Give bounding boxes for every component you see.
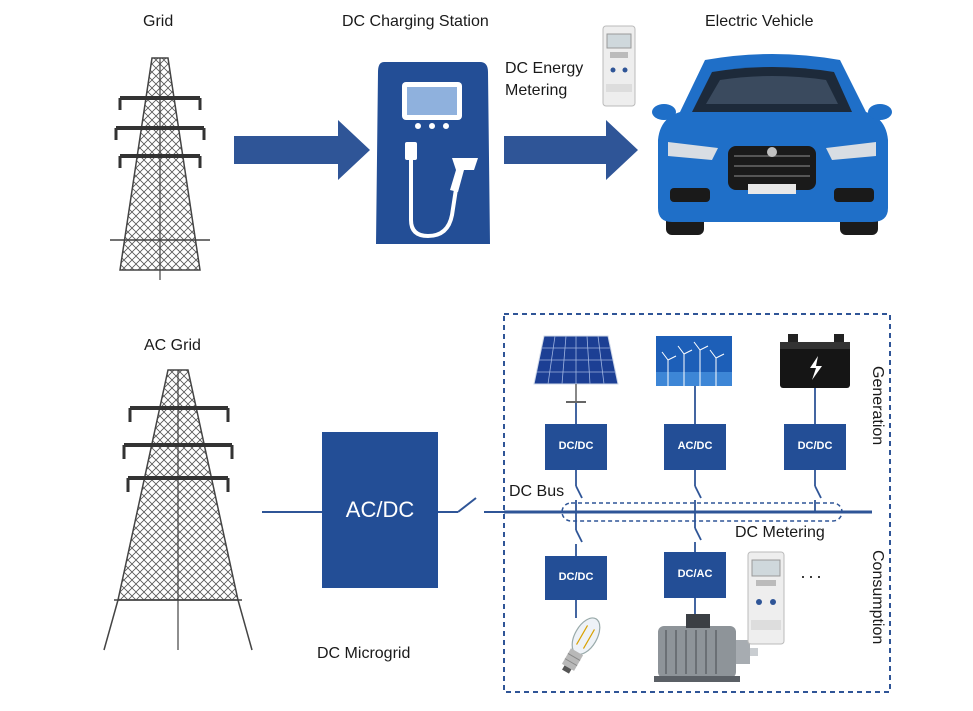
dc-energy-metering-label-line1: DC Energy (505, 60, 584, 77)
battery-icon (780, 334, 850, 388)
energy-meter-icon (602, 25, 636, 107)
charging-station-icon (376, 62, 490, 244)
acdc-main-label: AC/DC (345, 497, 415, 522)
ellipsis-label: ··· (800, 566, 824, 586)
car-icon (652, 54, 892, 235)
dc-metering-highlight (561, 502, 843, 522)
converter-box-battery (784, 424, 846, 470)
converter-box-motor (664, 552, 726, 598)
switch-icon (457, 497, 477, 513)
generation-label: Generation (869, 366, 886, 446)
charging-station-label: DC Charging Station (342, 13, 489, 30)
dc-energy-metering-label-line2: Metering (505, 82, 568, 99)
consumption-label: Consumption (869, 550, 886, 645)
converter-box-wind (664, 424, 726, 470)
electric-vehicle-label: Electric Vehicle (705, 13, 814, 30)
light-bulb-icon (561, 617, 601, 674)
wind-farm-icon (656, 336, 732, 386)
acdc-converter-box (322, 432, 438, 588)
flow-arrow-station-to-vehicle (504, 120, 638, 180)
converter-box-solar (545, 424, 607, 470)
electric-motor-icon (654, 614, 758, 682)
solar-panel-icon (533, 335, 619, 403)
converter-label-bulb: DC/DC (558, 571, 594, 583)
converter-label-battery: DC/DC (797, 440, 833, 452)
transmission-tower-icon (103, 369, 253, 651)
transmission-tower-icon (110, 57, 210, 280)
feeder-lines (575, 386, 822, 618)
converter-box-bulb (545, 556, 607, 600)
energy-meter-icon (747, 551, 785, 645)
dc-bus-label: DC Bus (509, 483, 565, 500)
converter-label-wind: AC/DC (677, 440, 713, 452)
converter-label-motor: DC/AC (677, 568, 713, 580)
dc-metering-label: DC Metering (735, 524, 825, 541)
ac-grid-label: AC Grid (144, 337, 201, 354)
converter-label-solar: DC/DC (558, 440, 594, 452)
microgrid-frame (503, 313, 891, 693)
grid-label: Grid (143, 13, 174, 30)
dc-microgrid-label: DC Microgrid (317, 645, 411, 662)
flow-arrow-grid-to-station (234, 120, 370, 180)
